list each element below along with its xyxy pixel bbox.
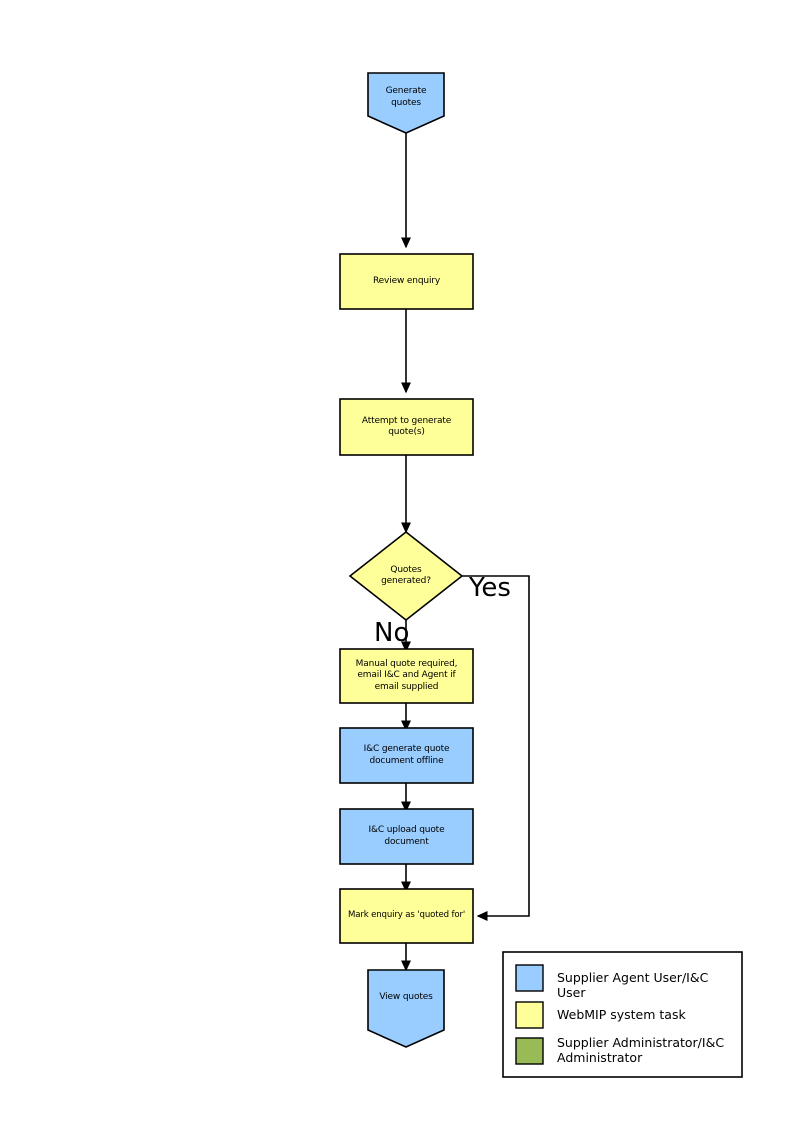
node-ic-upload-quote-document[interactable]	[339, 808, 474, 865]
node-quotes-generated[interactable]	[348, 530, 464, 622]
legend-swatch-admin	[515, 1037, 544, 1065]
legend-label-admin: Supplier Administrator/I&C Administrator	[557, 1035, 725, 1065]
legend-swatch-system	[515, 1001, 544, 1029]
legend-swatch-user	[515, 964, 544, 992]
node-generate-quotes[interactable]	[367, 72, 445, 134]
node-mark-enquiry-quoted-for[interactable]	[339, 888, 474, 944]
edge-label-yes: Yes	[469, 573, 511, 603]
node-manual-quote-required[interactable]	[339, 648, 474, 704]
node-ic-generate-quote-offline[interactable]	[339, 727, 474, 784]
node-attempt-generate-quotes[interactable]	[339, 398, 474, 456]
node-view-quotes[interactable]	[367, 969, 445, 1048]
legend-label-system: WebMIP system task	[557, 1007, 686, 1022]
legend-label-user: Supplier Agent User/I&C User	[557, 970, 709, 1000]
edge-decision-yes-to-mark	[462, 575, 530, 921]
edge-label-no: No	[374, 618, 410, 648]
node-review-enquiry[interactable]	[339, 253, 474, 310]
